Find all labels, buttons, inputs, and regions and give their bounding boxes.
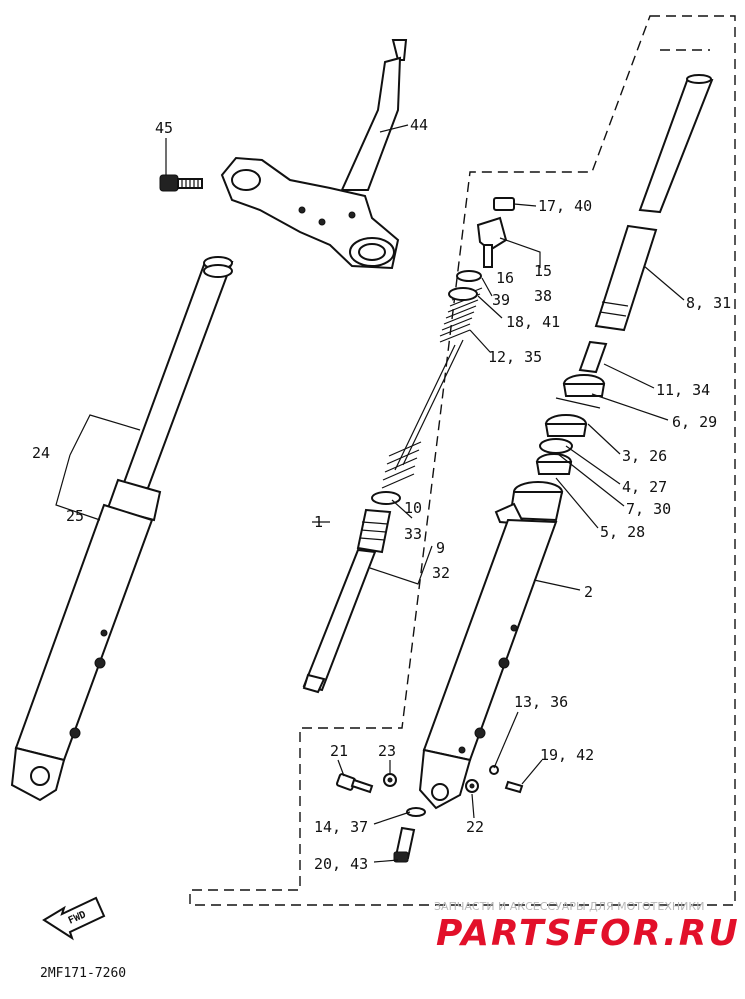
label-44: 44 — [410, 116, 428, 134]
label-3-26: 3, 26 — [622, 447, 667, 465]
left-fork-assembly — [10, 256, 234, 802]
label-39: 39 — [492, 291, 510, 309]
label-6-29: 6, 29 — [672, 413, 717, 431]
label-2: 2 — [584, 583, 593, 601]
label-17-40: 17, 40 — [538, 197, 592, 215]
label-45: 45 — [155, 119, 173, 137]
steering-stem-under-bracket — [220, 39, 408, 270]
label-18-41: 18, 41 — [506, 313, 560, 331]
label-1: 1 — [314, 513, 323, 531]
label-22: 22 — [466, 818, 484, 836]
label-16: 16 — [496, 269, 514, 287]
watermark-tagline: ЗАПЧАСТИ И АКСЕССУАРЫ ДЛЯ МОТОТЕХНИКИ — [434, 900, 704, 913]
label-20-43: 20, 43 — [314, 855, 368, 873]
label-7-30: 7, 30 — [626, 500, 671, 518]
fork-spring — [381, 287, 483, 489]
label-21: 21 — [330, 742, 348, 760]
label-12-35: 12, 35 — [488, 348, 542, 366]
label-4-27: 4, 27 — [622, 478, 667, 496]
label-5-28: 5, 28 — [600, 523, 645, 541]
label-15: 15 — [534, 262, 552, 280]
leader-lines — [55, 124, 685, 863]
damper-rod — [302, 491, 401, 694]
forward-direction-arrow: FWD — [42, 896, 106, 941]
fork-cap-bolt-parts — [456, 197, 515, 282]
label-10: 10 — [404, 499, 422, 517]
watermark-brand: PARTSFOR.RU — [436, 913, 740, 954]
outer-fork-tube — [418, 481, 564, 810]
diagram-code: 2MF171-7260 — [40, 966, 126, 981]
assembly-group-outline — [189, 15, 736, 906]
seal-washer-stack — [535, 340, 608, 475]
label-8-31: 8, 31 — [686, 294, 731, 312]
watermark: ЗАПЧАСТИ И АКСЕССУАРЫ ДЛЯ МОТОТЕХНИКИ PA… — [434, 900, 740, 954]
axle-hardware — [335, 765, 524, 863]
pinch-bolt — [159, 174, 203, 192]
label-24: 24 — [32, 444, 50, 462]
label-32: 32 — [432, 564, 450, 582]
label-38: 38 — [534, 287, 552, 305]
label-23: 23 — [378, 742, 396, 760]
label-25: 25 — [66, 507, 84, 525]
label-9: 9 — [436, 539, 445, 557]
inner-fork-tube — [594, 74, 714, 332]
callout-labels: 45 44 17, 40 16 15 38 39 18, 41 12, 35 8… — [32, 116, 731, 873]
label-19-42: 19, 42 — [540, 746, 594, 764]
label-33: 33 — [404, 525, 422, 543]
label-14-37: 14, 37 — [314, 818, 368, 836]
label-13-36: 13, 36 — [514, 693, 568, 711]
label-11-34: 11, 34 — [656, 381, 710, 399]
